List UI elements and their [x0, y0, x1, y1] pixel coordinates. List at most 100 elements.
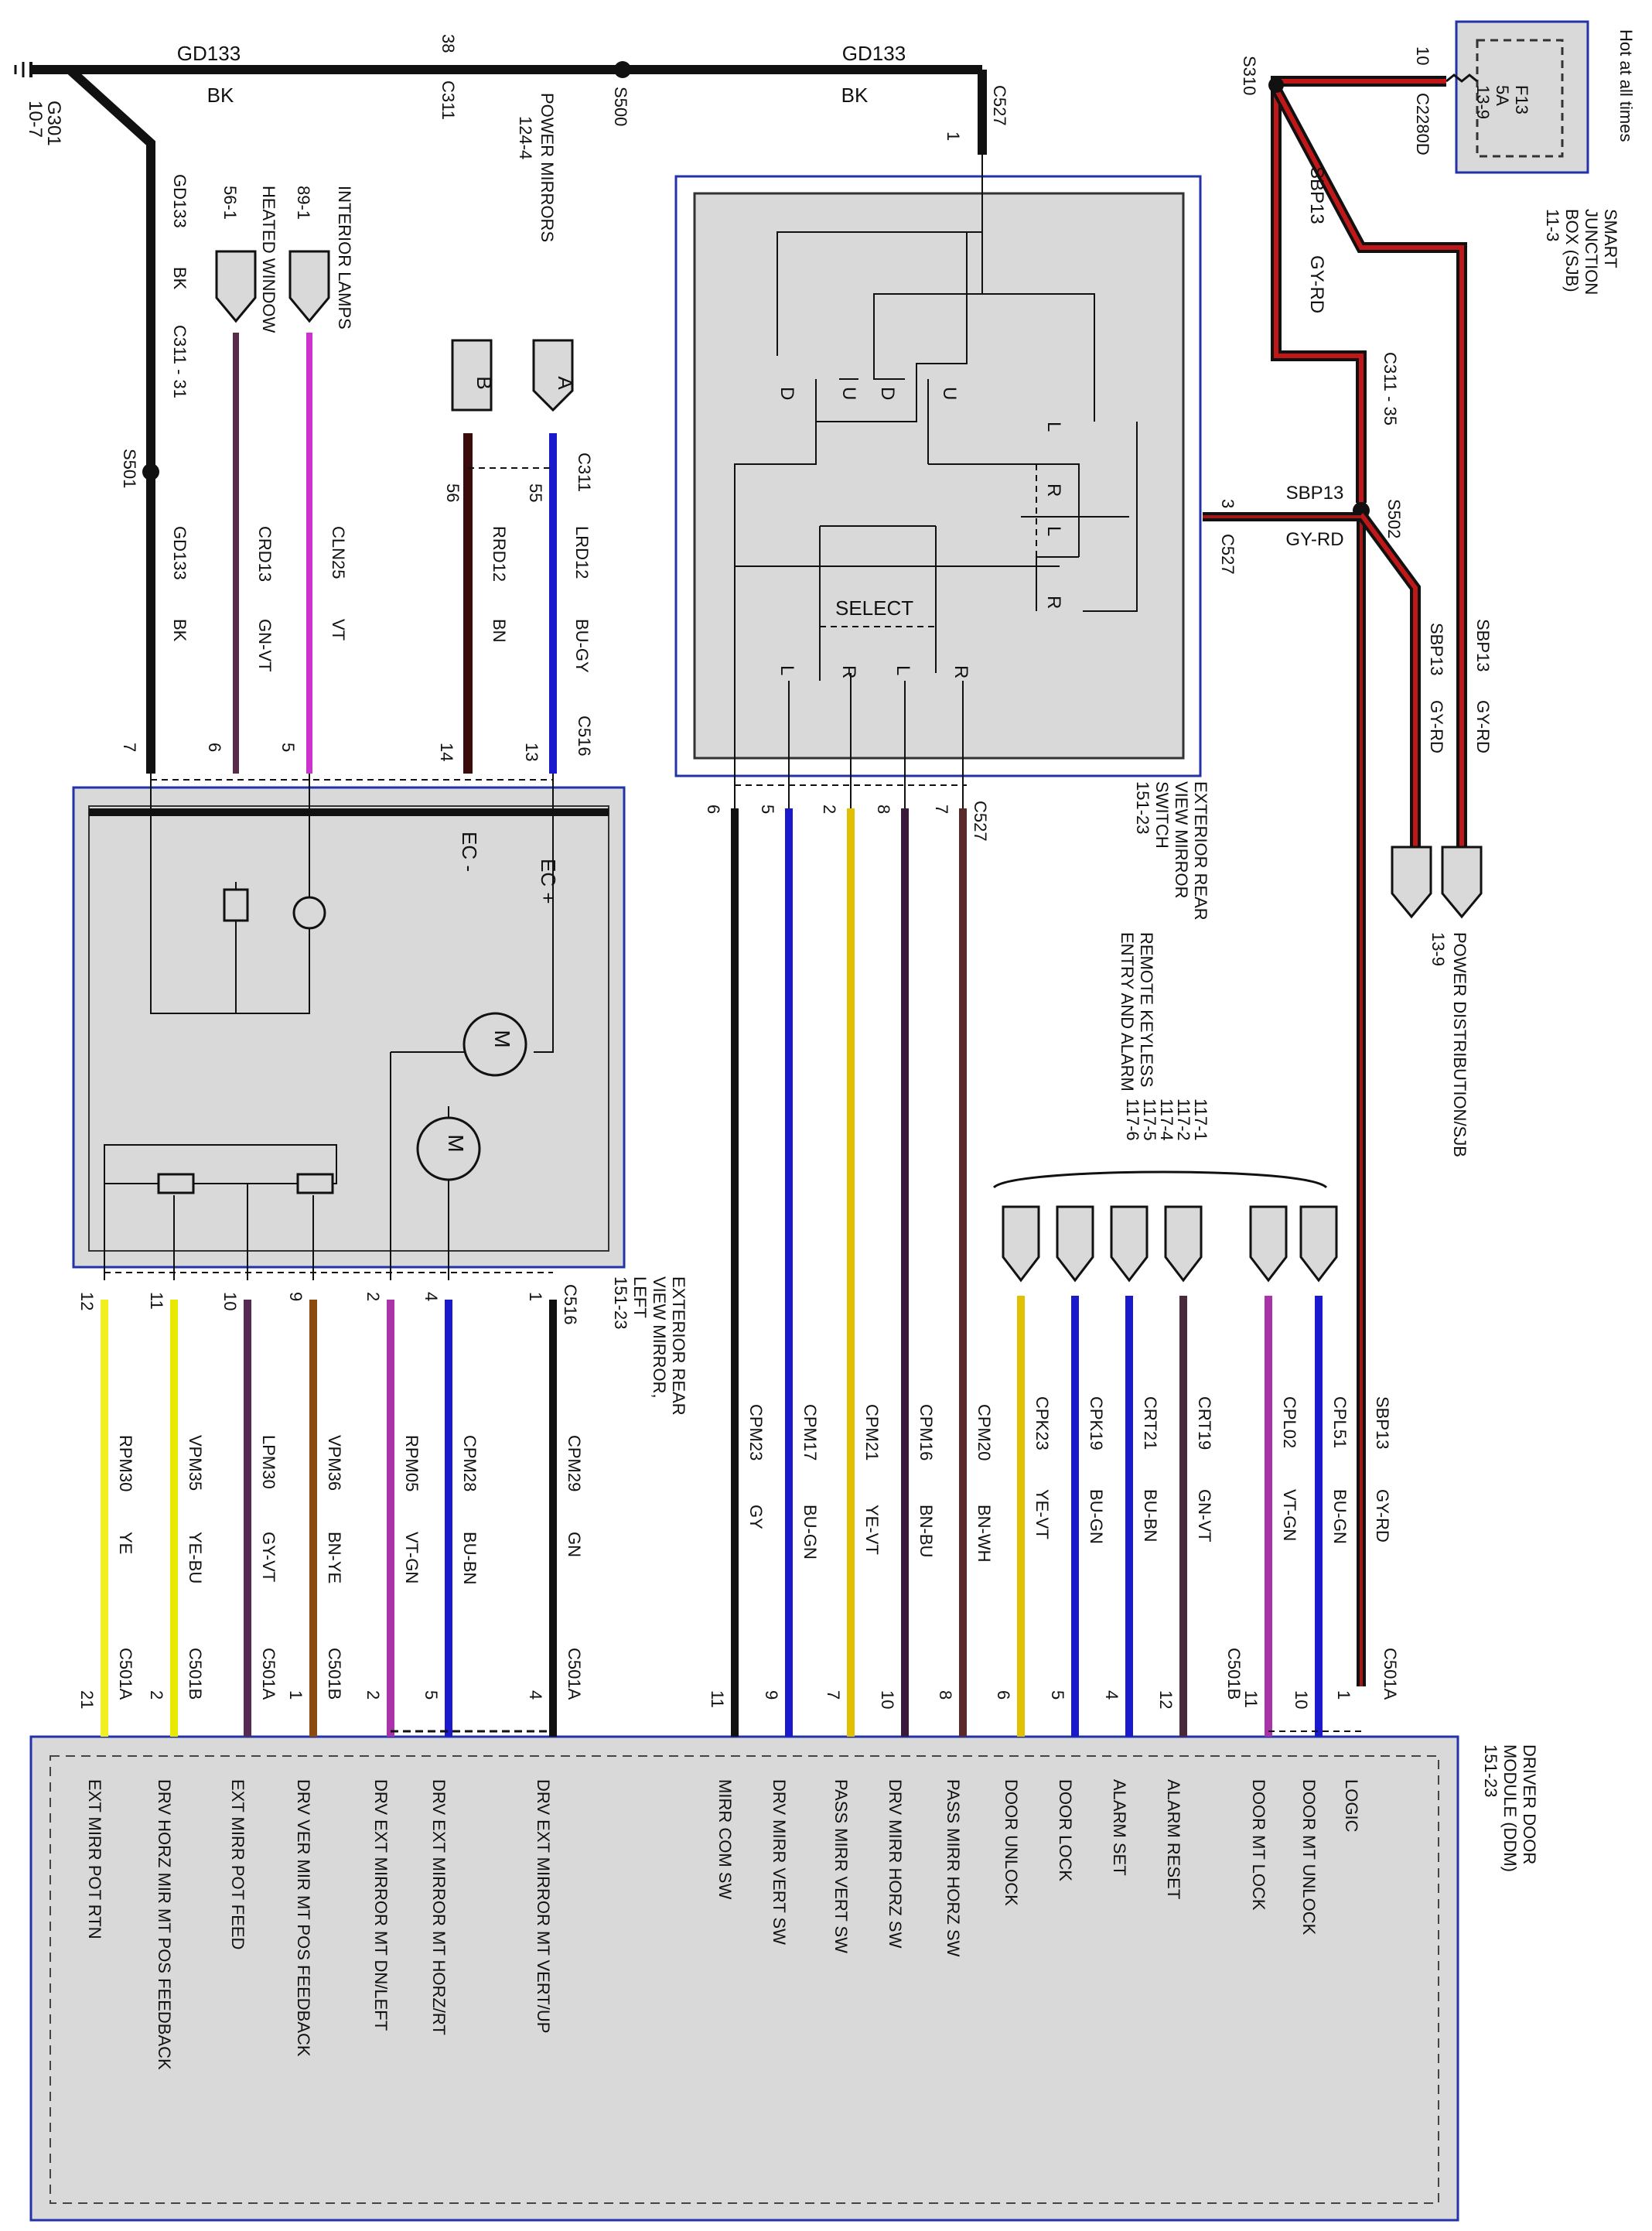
lower-wire-bottom-connector: C501A: [565, 1648, 584, 1700]
switch-wire-color: YE-VT: [862, 1505, 882, 1555]
gd133-upper-code: GD133: [170, 174, 189, 228]
fuse-rating: 5A: [1493, 85, 1512, 106]
gd133-lower-code: GD133: [170, 526, 189, 580]
fuse-connector-pin: 10: [1413, 46, 1432, 65]
fuse-name: F13: [1512, 85, 1531, 114]
cln25-code: CLN25: [329, 526, 348, 579]
lower-wire-bottom-connector: C501A: [259, 1648, 278, 1700]
power-mirrors-label: POWER MIRRORS: [538, 93, 557, 242]
switch-wire-code: CPM20: [974, 1404, 994, 1461]
ddm-function-label: EXT MIRR POT FEED: [228, 1779, 247, 1949]
sbp13-feed-code: SBP13: [1306, 166, 1327, 224]
rke-ref: 117-4: [1157, 1098, 1176, 1141]
switch-label-r-right: R: [1043, 596, 1064, 609]
lower-wire-code: VPM36: [325, 1435, 344, 1491]
right-wire-color: BU-GN: [1087, 1489, 1106, 1544]
ground-label: G301: [43, 101, 64, 146]
lower-wire-bottom-connector: C501B: [325, 1648, 344, 1700]
heated-window-label: HEATED WINDOW: [259, 186, 278, 333]
switch-wire-code: CPM23: [746, 1404, 766, 1461]
mirror-top-pin-label: 5: [278, 743, 298, 752]
lower-wire-color: YE: [116, 1532, 135, 1554]
lower-wire-color: YE-BU: [186, 1532, 205, 1584]
mirror-top-pin-label: 13: [522, 743, 541, 761]
sbp13-b-code: SBP13: [1427, 623, 1446, 676]
right-wire-code: CPL02: [1280, 1396, 1299, 1448]
ddm-function-label: PASS MIRR VERT SW: [831, 1779, 851, 1953]
lower-wire-bottom-pin: 5: [422, 1690, 441, 1700]
c311-pin-38: 38: [439, 34, 458, 53]
ddm-function-label: DOOR MT LOCK: [1249, 1779, 1268, 1911]
switch-label-u1: U: [838, 387, 859, 400]
interior-lamps-connector: [288, 250, 330, 323]
lower-wire-bottom-pin: 2: [147, 1690, 166, 1700]
interior-lamps-label: INTERIOR LAMPS: [335, 186, 354, 330]
switch-bottom-pin-label: 7: [932, 805, 951, 814]
ddm-function-label: DRV MIRR HORZ SW: [886, 1779, 905, 1949]
c527-top-label: C527: [990, 85, 1009, 126]
sjb-title-line2: JUNCTION: [1582, 209, 1601, 295]
lower-wire-code: RPM30: [116, 1435, 135, 1491]
right-wire-color: GY-RD: [1373, 1489, 1392, 1543]
switch-select-label: SELECT: [835, 596, 913, 620]
right-wire-bottom-pin: 1: [1334, 1690, 1353, 1700]
power-mirrors-ref: 124-4: [516, 116, 535, 159]
lower-wire-code: VPM35: [186, 1435, 205, 1491]
left-upper-wires: [142, 333, 557, 781]
right-wire-bottom-pin: 4: [1102, 1690, 1121, 1700]
lower-wire-code: LPM30: [259, 1435, 278, 1489]
switch-wire-bottom-pin: 9: [762, 1690, 781, 1700]
rke-connector: [1056, 1205, 1094, 1283]
right-wire-color: GN-VT: [1195, 1489, 1214, 1542]
power-distribution-ref: 13-9: [1428, 932, 1448, 966]
pin-56-label: 56: [443, 483, 462, 502]
mirror-switch-module: [674, 155, 1202, 808]
right-wire-code: CPK23: [1032, 1396, 1052, 1450]
lower-wire-bottom-connector: C501B: [186, 1648, 205, 1700]
switch-wire-bottom-pin: 7: [824, 1690, 843, 1700]
ddm-function-label: ALARM RESET: [1164, 1779, 1183, 1899]
right-wire-bottom-pin: 12: [1156, 1690, 1176, 1709]
ddm-title-line1: DRIVER DOOR: [1520, 1744, 1539, 1864]
c516-bottom-label: C516: [561, 1284, 580, 1325]
power-distribution-label: POWER DISTRIBUTION/SJB: [1450, 932, 1469, 1157]
right-wire-code: CRT19: [1195, 1396, 1214, 1450]
c311-35-label: C311 - 35: [1381, 352, 1400, 425]
switch-bottom-pin-label: 2: [820, 805, 839, 814]
wire-gd133-left-code: GD133: [177, 42, 241, 65]
lower-wire-color: BN-YE: [325, 1532, 344, 1584]
c311-left-label: C311: [575, 453, 594, 492]
ddm-module: [29, 1735, 1459, 2222]
right-wire-bottom-pin: 5: [1048, 1690, 1067, 1700]
switch-wire-code: CPM16: [916, 1404, 936, 1461]
splice-s500: S500: [611, 87, 630, 126]
ddm-function-label: LOGIC: [1342, 1779, 1361, 1833]
cln25-color: VT: [329, 619, 348, 641]
g301-label-group: G301 10-7: [25, 101, 64, 146]
mirror-title-line2: VIEW MIRROR,: [650, 1276, 669, 1399]
ddm-function-label: DRV EXT MIRROR MT DN/LEFT: [371, 1779, 391, 2031]
switch-label-l-top: L: [1043, 422, 1064, 432]
gd133-lower-color: BK: [170, 619, 189, 642]
sjb-fuse-box: [1446, 20, 1589, 174]
splice-s501: S501: [120, 449, 139, 488]
right-wire-bottom-pin: 6: [994, 1690, 1013, 1700]
switch-c527-bottom-label: C527: [971, 801, 990, 842]
ground-ref: 10-7: [25, 101, 46, 138]
right-wire-code: SBP13: [1373, 1396, 1392, 1450]
switch-wire-code: CPM17: [800, 1404, 820, 1461]
switch-label-r-mid: R: [1043, 483, 1064, 497]
splice-s310: S310: [1240, 56, 1259, 95]
heated-window-connector: [215, 250, 257, 323]
switch-wire-code: CPM21: [862, 1404, 882, 1461]
ddm-ref: 151-23: [1481, 1744, 1500, 1798]
rke-label-line1: REMOTE KEYLESS: [1137, 932, 1156, 1088]
splice-s502: S502: [1384, 499, 1404, 538]
rrd12-color: BN: [490, 619, 509, 643]
power-mirrors-connector-b: [451, 339, 493, 412]
